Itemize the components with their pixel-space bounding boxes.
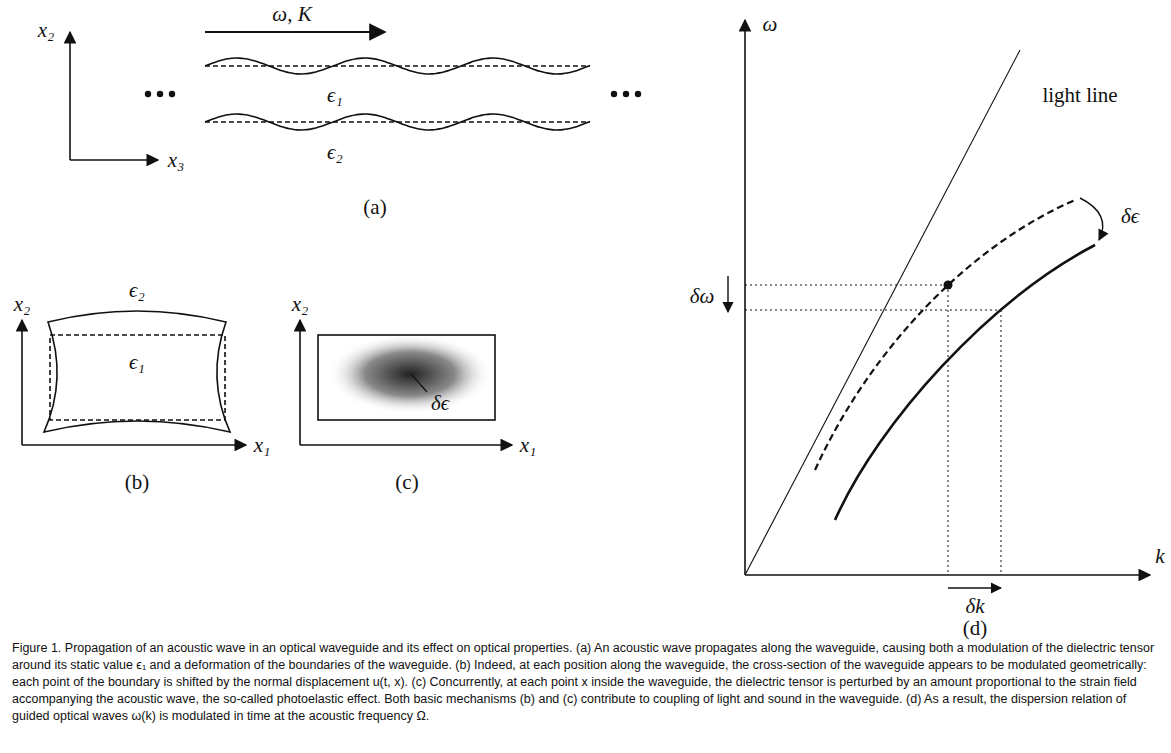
shift-arrow <box>1080 198 1103 240</box>
panel-a <box>70 32 641 160</box>
math-label: ω, K <box>272 4 311 25</box>
panel-label: (b) <box>125 472 150 493</box>
deformed-boundary <box>205 114 590 130</box>
cross-section <box>318 335 495 420</box>
math-label: ϵ₁ <box>129 352 145 373</box>
shift-arrow <box>727 276 728 312</box>
light-line <box>745 50 1020 575</box>
panel-d <box>728 20 1150 588</box>
math-label: x₃ <box>168 150 185 171</box>
axis <box>745 574 1150 576</box>
math-label: δk <box>965 596 984 617</box>
math-label: x₂ <box>14 294 31 315</box>
deformed-cross-section <box>44 311 230 432</box>
propagation-arrow <box>205 31 385 33</box>
math-label: ω <box>763 14 778 35</box>
axis <box>22 444 246 446</box>
math-label: x₂ <box>292 294 309 315</box>
math-label: x₂ <box>38 20 55 41</box>
panel-label: (c) <box>395 472 418 493</box>
static-cross-section <box>50 335 225 420</box>
perturbed-dispersion <box>815 200 1075 470</box>
math-label: δω <box>690 286 715 307</box>
axis <box>744 20 746 575</box>
panel-label: (d) <box>963 618 988 639</box>
math-label: x₁ <box>254 435 271 456</box>
math-label: ϵ₂ <box>327 142 343 163</box>
math-label: δϵ <box>1121 206 1139 227</box>
leader-line <box>412 375 427 392</box>
panel-c <box>300 320 512 445</box>
guide-lines <box>745 285 1001 575</box>
figure-caption: Figure 1. Propagation of an acoustic wav… <box>12 640 1160 725</box>
math-label: k <box>1155 546 1164 567</box>
strain-field <box>328 334 492 414</box>
axis <box>300 444 512 446</box>
panel-b <box>22 311 246 445</box>
shift-arrow <box>948 587 1001 588</box>
dispersion-curve <box>835 245 1095 520</box>
math-label: ϵ₁ <box>327 85 343 106</box>
math-label: x₁ <box>520 435 537 456</box>
axis <box>299 320 301 445</box>
axis <box>69 32 71 160</box>
axis <box>70 159 158 161</box>
math-label: δϵ <box>431 393 449 414</box>
ellipsis-dots <box>145 91 641 97</box>
operating-point <box>944 281 953 290</box>
axis <box>21 320 23 445</box>
math-label: ϵ₂ <box>129 280 145 301</box>
panel-label: light line <box>1042 85 1117 106</box>
deformed-boundary <box>205 58 590 74</box>
panel-label: (a) <box>363 197 386 218</box>
